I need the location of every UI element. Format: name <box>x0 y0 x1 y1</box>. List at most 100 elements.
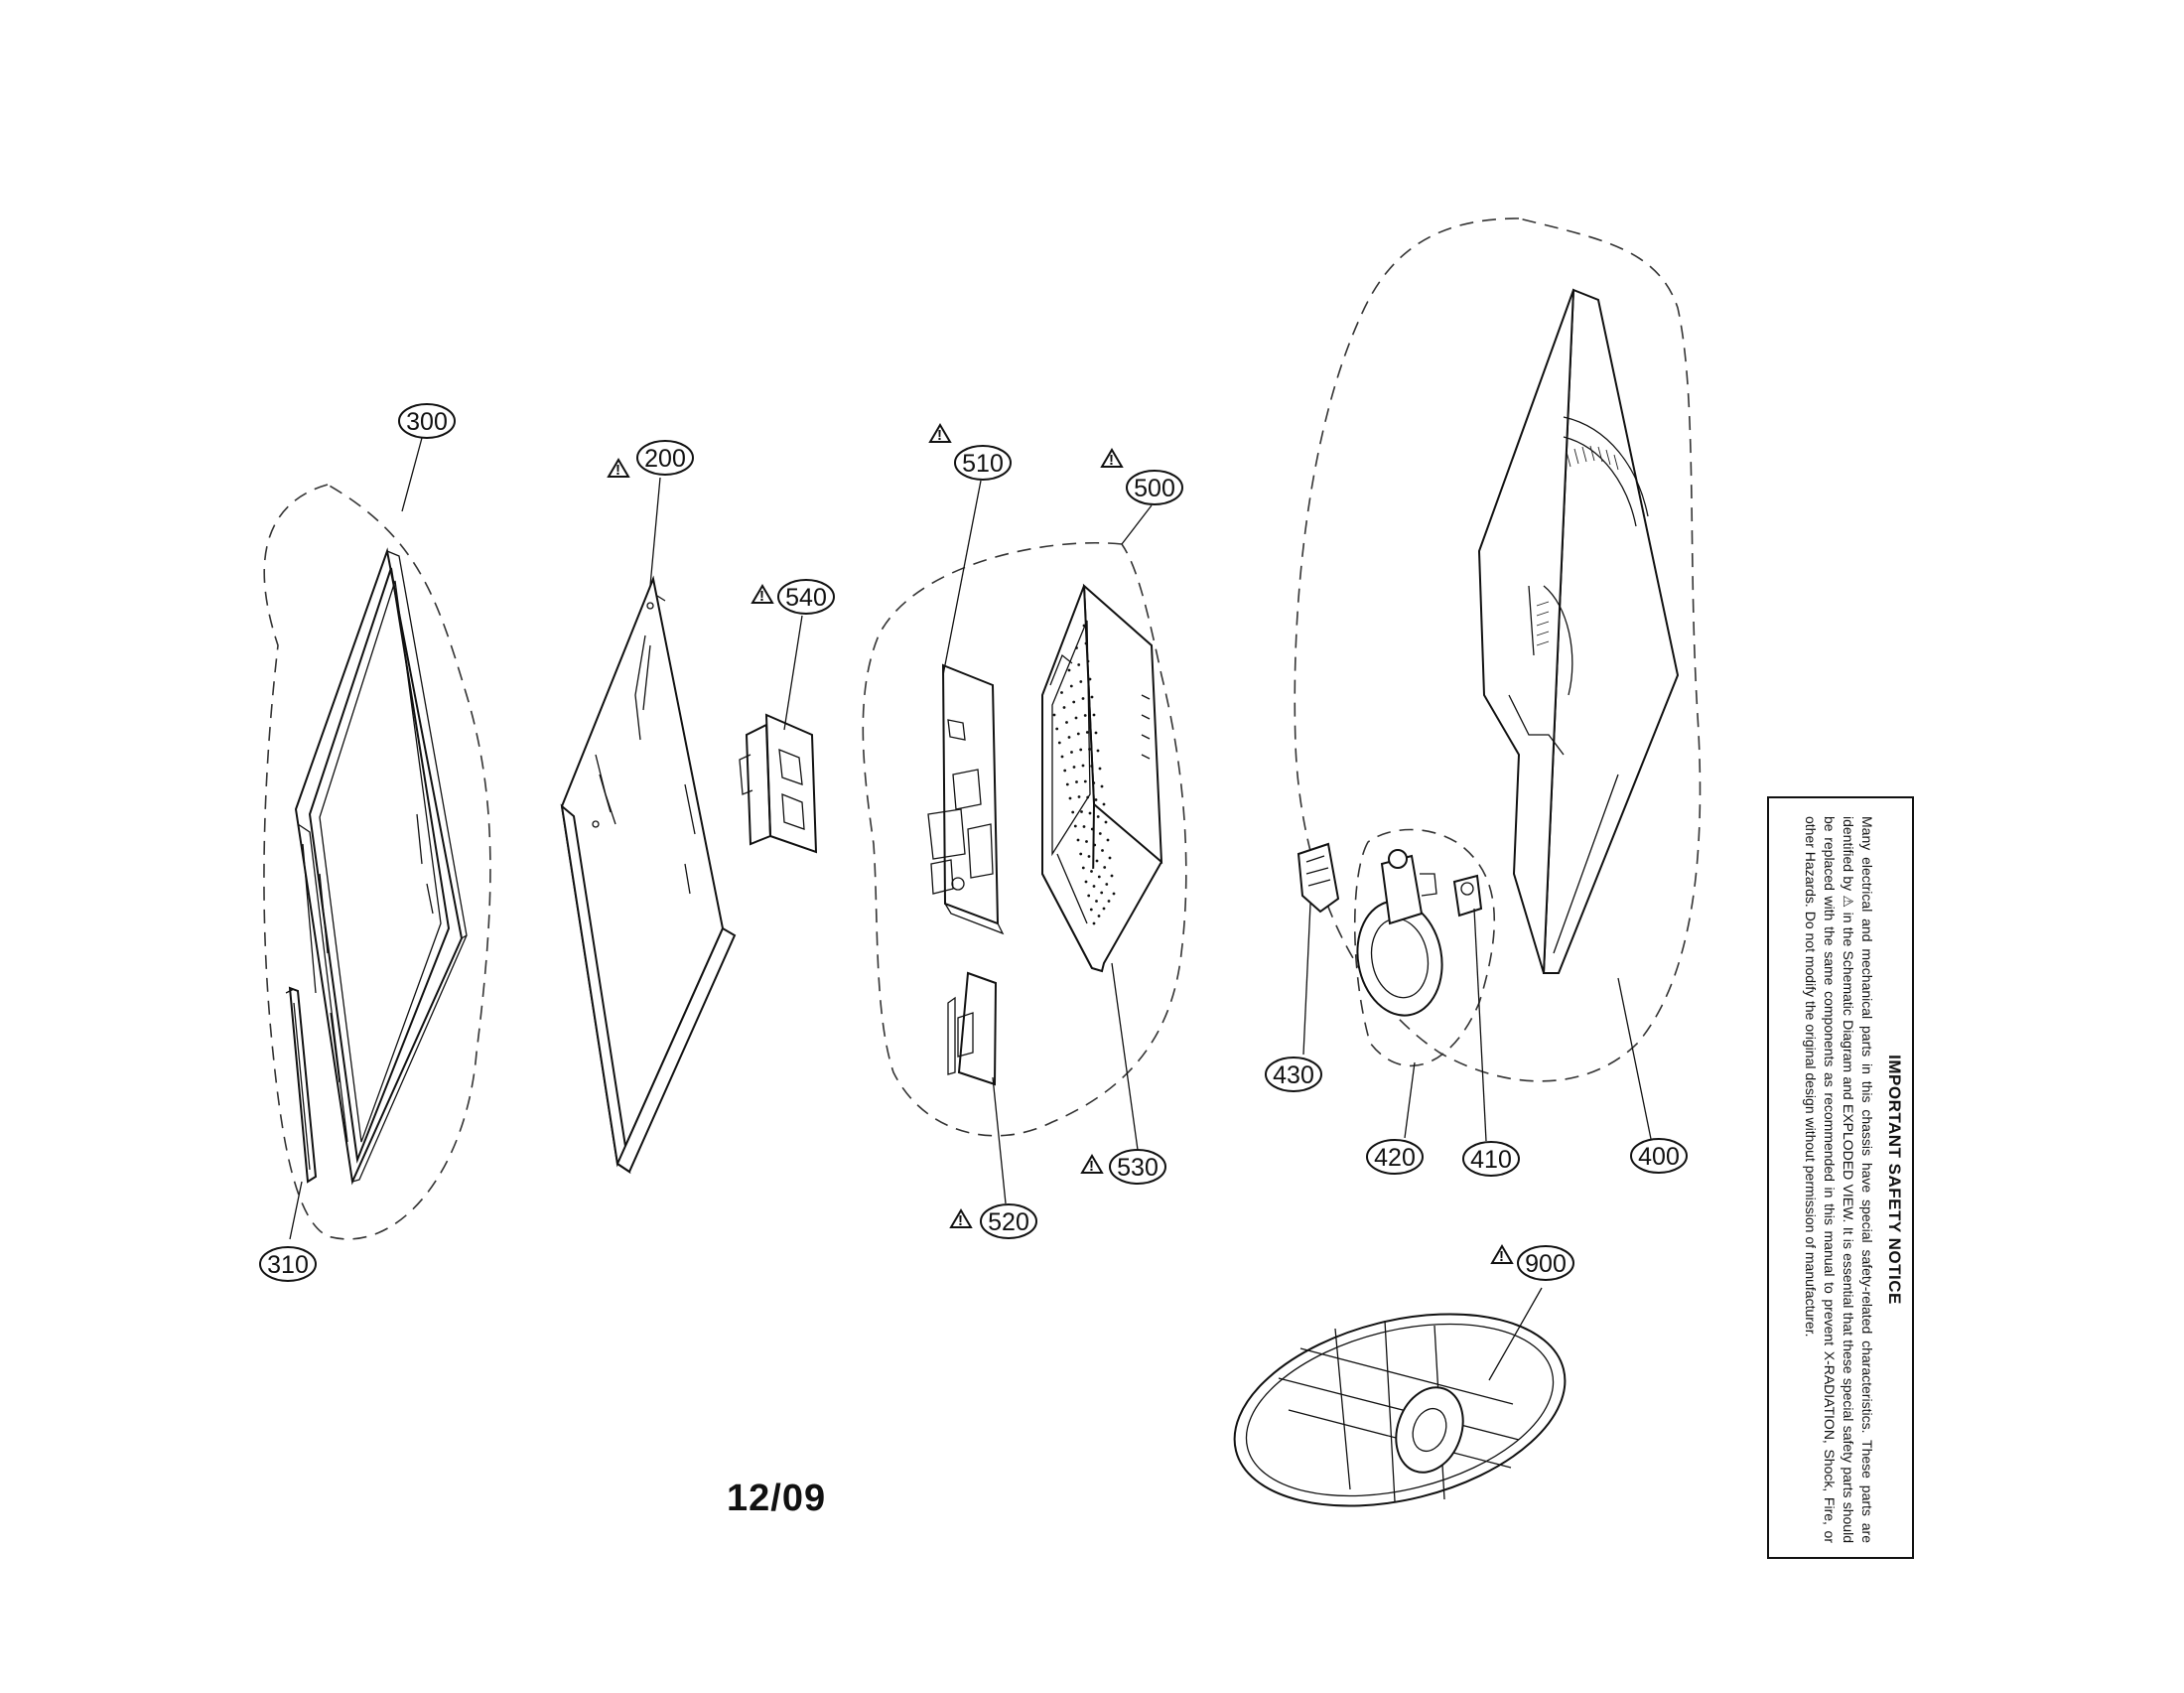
shield-perforation-dot <box>1104 820 1108 824</box>
shield-perforation-dot <box>1110 874 1114 878</box>
part-540-bracket <box>739 713 818 854</box>
shield-perforation-dot <box>1090 765 1094 768</box>
shield-perforation-dot <box>1073 824 1077 828</box>
shield-perforation-dot <box>1072 766 1076 769</box>
callout-430: 430 <box>1265 1057 1322 1092</box>
shield-perforation-dot <box>1075 646 1078 649</box>
warning-triangle-icon: ! <box>607 458 630 479</box>
shield-perforation-dot <box>1063 769 1067 773</box>
callout-420: 420 <box>1366 1139 1424 1175</box>
shield-perforation-dot <box>1085 731 1089 734</box>
svg-text:!: ! <box>937 427 942 444</box>
svg-text:310: 310 <box>267 1251 309 1279</box>
shield-perforation-dot <box>1082 825 1086 828</box>
shield-perforation-dot <box>1094 731 1098 735</box>
shield-perforation-dot <box>1072 700 1076 704</box>
shield-perforation-dot <box>1071 810 1075 814</box>
shield-perforation-dot <box>1065 721 1068 724</box>
shield-perforation-dot <box>1098 767 1102 771</box>
shield-perforation-dot <box>1084 641 1088 645</box>
shield-perforation-dot <box>1077 663 1081 666</box>
shield-perforation-dot <box>1077 795 1081 798</box>
svg-text:420: 420 <box>1374 1144 1416 1172</box>
part-900-stand-base <box>1233 1313 1567 1507</box>
shield-perforation-dot <box>1090 695 1094 699</box>
svg-text:540: 540 <box>785 584 827 612</box>
svg-text:900: 900 <box>1525 1250 1567 1278</box>
svg-text:!: ! <box>759 588 764 605</box>
shield-perforation-dot <box>1083 714 1087 717</box>
revision-date: 12/09 <box>727 1478 827 1519</box>
callout-200: 200 <box>636 440 694 476</box>
shield-perforation-dot <box>1102 802 1106 806</box>
shield-perforation-dot <box>1070 751 1073 754</box>
shield-perforation-dot <box>1057 741 1061 745</box>
shield-perforation-dot <box>1079 852 1083 856</box>
shield-perforation-dot <box>1093 843 1097 847</box>
warning-triangle-icons: ! ! ! ! ! ! ! <box>607 423 1514 1265</box>
shield-perforation-dot <box>1076 732 1080 736</box>
part-500-board-assembly-outline <box>862 541 1187 1137</box>
svg-text:!: ! <box>1499 1248 1504 1265</box>
safety-notice-body: Many electrical and mechanical parts in … <box>1803 816 1875 1543</box>
shield-perforation-dot <box>1084 880 1088 884</box>
shield-perforation-dot <box>1081 866 1085 870</box>
shield-perforation-dot <box>1088 811 1092 815</box>
svg-text:!: ! <box>1109 452 1114 469</box>
warning-triangle-icon: ! <box>1490 1244 1514 1265</box>
shield-perforation-dot <box>1087 855 1091 858</box>
callout-520: 520 <box>980 1203 1037 1239</box>
part-420-stand-neck <box>1353 828 1496 1067</box>
shield-perforation-dot <box>1107 900 1111 903</box>
svg-text:!: ! <box>1089 1158 1094 1175</box>
shield-perforation-dot <box>1095 900 1098 903</box>
part-400-back-cover <box>1477 288 1680 974</box>
callout-310: 310 <box>259 1246 317 1282</box>
warning-triangle-icon: ! <box>949 1208 973 1229</box>
svg-text:510: 510 <box>962 450 1004 478</box>
warning-triangle-icon: ! <box>751 584 774 605</box>
shield-perforation-dot <box>1062 706 1066 709</box>
part-300-front-bezel <box>263 484 491 1240</box>
shield-perforation-dot <box>1087 894 1091 898</box>
safety-notice-rotated-content: IMPORTANT SAFETY NOTICE Many electrical … <box>1769 798 1914 1561</box>
shield-perforation-dot <box>1098 832 1102 835</box>
shield-perforation-dot <box>1067 668 1071 672</box>
svg-text:200: 200 <box>644 445 686 473</box>
shield-perforation-dot <box>1092 713 1096 717</box>
shield-perforation-dot <box>1090 827 1094 831</box>
shield-perforation-dot <box>1055 727 1059 731</box>
shield-perforation-dot <box>1090 870 1093 873</box>
shield-perforation-dot <box>1105 883 1109 886</box>
shield-perforation-dot <box>1081 764 1085 768</box>
shield-perforation-dot <box>1088 748 1091 751</box>
shield-perforation-dot <box>1085 840 1088 843</box>
svg-text:300: 300 <box>406 408 448 436</box>
shield-perforation-dot <box>1089 908 1093 912</box>
part-410-hinge <box>1452 874 1483 917</box>
shield-perforation-dot <box>1092 885 1096 888</box>
shield-perforation-dot <box>1075 780 1078 783</box>
callout-510: 510 <box>954 445 1012 481</box>
shield-perforation-dot <box>1094 798 1098 801</box>
part-530-main-board <box>1041 583 1163 973</box>
svg-text:400: 400 <box>1638 1143 1680 1171</box>
part-520-keypad-board <box>947 971 998 1086</box>
shield-perforation-dot <box>1060 691 1063 694</box>
shield-perforation-dot <box>1092 921 1096 925</box>
shield-perforation-dot <box>1102 907 1106 911</box>
vent-hatch <box>1536 445 1619 646</box>
shield-perforation-dot <box>1080 810 1083 813</box>
shield-perforation-dot <box>1112 892 1116 896</box>
shield-perforation-dot <box>1092 781 1096 784</box>
safety-notice-box: IMPORTANT SAFETY NOTICE Many electrical … <box>1767 796 1914 1559</box>
shield-perforation-dot <box>1096 815 1100 818</box>
part-400-back-cover-outline <box>1294 217 1702 1082</box>
shield-perforation-dot <box>1065 782 1069 786</box>
shield-perforation-dot <box>1097 875 1101 879</box>
shield-perforation-dot <box>1086 659 1090 663</box>
shield-perforation-dot <box>1067 736 1071 739</box>
warning-triangle-icon: ! <box>928 423 952 444</box>
shield-perforation-dot <box>1079 680 1083 683</box>
shield-perforation-dot <box>1100 784 1104 788</box>
